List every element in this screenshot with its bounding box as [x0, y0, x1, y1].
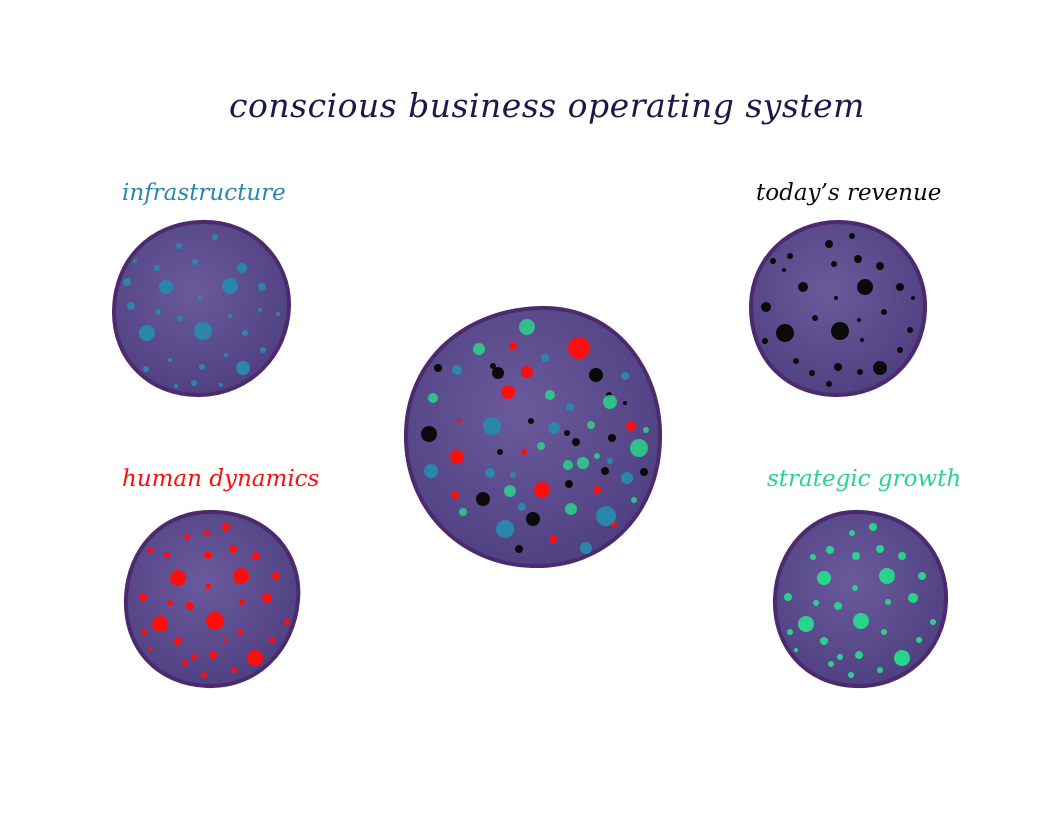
cell-membrane [772, 509, 949, 689]
cell-todays-revenue [748, 219, 928, 398]
label-infrastructure: infrastructure [122, 180, 286, 206]
cell-membrane [403, 305, 663, 569]
label-strategic-growth: strategic growth [767, 466, 962, 492]
diagram-title: conscious business operating system [229, 86, 865, 125]
dots-central [421, 319, 649, 554]
dots-infrastructure [123, 234, 280, 388]
dots-growth [784, 523, 936, 678]
cell-strategic-growth [772, 509, 949, 689]
label-human-dynamics: human dynamics [122, 466, 320, 492]
cell-infrastructure [111, 219, 292, 398]
label-todays-revenue: today’s revenue [756, 180, 942, 206]
cell-central-system [403, 305, 663, 569]
cell-membrane [123, 509, 301, 689]
dots-revenue [761, 233, 915, 387]
dots-human [139, 523, 290, 678]
cell-human-dynamics [123, 509, 301, 689]
